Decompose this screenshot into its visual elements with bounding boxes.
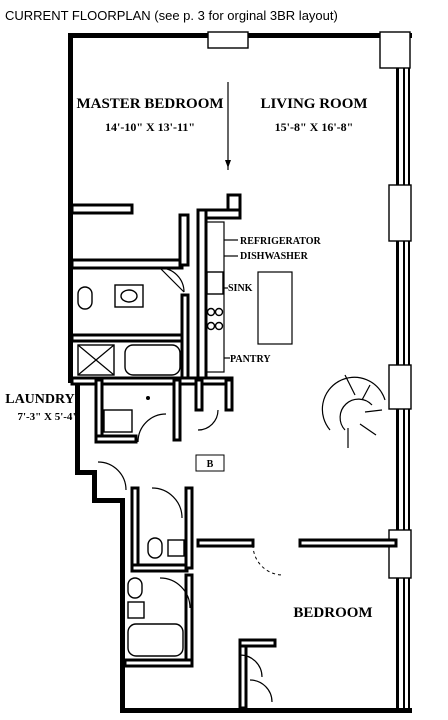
sink-icon — [127, 601, 145, 619]
toilet-icon — [127, 577, 143, 599]
sink-icon — [120, 289, 138, 303]
master-bedroom-size: 14'-10" X 13'-11" — [105, 120, 195, 134]
master-bedroom-name: MASTER BEDROOM — [76, 96, 223, 112]
sink-label: SINK — [228, 283, 253, 294]
window-right-2 — [388, 364, 412, 410]
kitchen — [205, 221, 293, 373]
toilet-icon — [147, 537, 163, 559]
burner — [214, 321, 224, 331]
bathtub — [124, 344, 181, 376]
living-room-size: 15'-8" X 16'-8" — [275, 120, 354, 134]
dishwasher-label: DISHWASHER — [240, 251, 309, 262]
laundry-room — [103, 396, 219, 443]
sink-fixture — [206, 271, 224, 295]
laundry-size: 7'-3" X 5'-4" — [17, 411, 78, 423]
bedroom-doors — [97, 461, 284, 703]
laundry-name: LAUNDRY — [5, 392, 75, 407]
bathtub — [127, 623, 184, 657]
floorplan-caption: CURRENT FLOORPLAN (see p. 3 for orginal … — [5, 8, 338, 23]
windows — [207, 31, 412, 579]
second-bath — [127, 487, 191, 657]
window-right-1 — [388, 184, 412, 242]
marker-b — [195, 454, 225, 472]
window-corner — [379, 31, 411, 69]
bedroom-name: BEDROOM — [293, 605, 372, 621]
window-top — [207, 31, 249, 49]
master-bath — [77, 267, 185, 376]
window-right-3 — [388, 529, 412, 579]
toilet-icon — [77, 286, 93, 310]
marker-b-label: B — [207, 459, 214, 470]
burner — [206, 321, 216, 331]
washer — [103, 409, 133, 433]
interior-walls — [70, 82, 398, 710]
spiral-stair — [321, 374, 386, 448]
pantry-label: PANTRY — [230, 354, 271, 365]
living-room-name: LIVING ROOM — [260, 96, 367, 112]
burner — [206, 307, 216, 317]
burner — [214, 307, 224, 317]
kitchen-island — [257, 271, 293, 345]
refrigerator-label: REFRIGERATOR — [240, 236, 322, 247]
